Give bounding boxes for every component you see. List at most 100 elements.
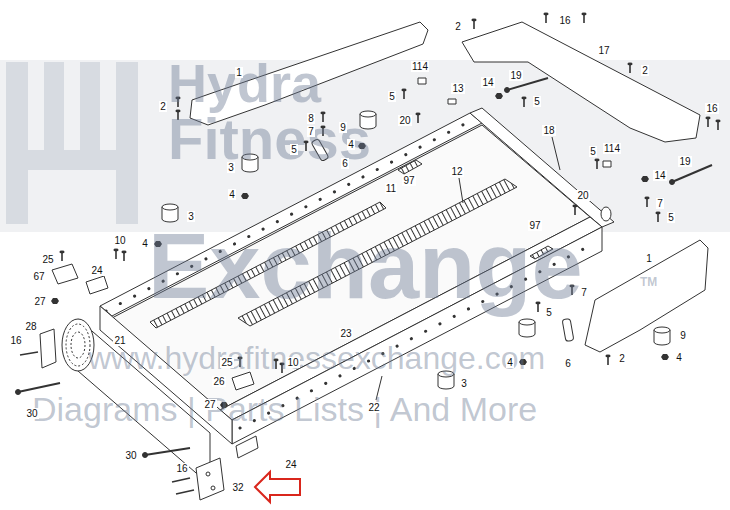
callout-number: 25 [41,254,54,265]
screw-symbol [401,89,406,99]
nut-symbol [51,298,59,304]
bracket [86,276,108,294]
bolt-head [670,180,675,185]
callout-number: 5 [589,146,597,157]
callout-number: 10 [286,357,299,368]
rear-roller [601,207,611,221]
callout-number: 8 [307,113,315,124]
screw-symbol [471,19,476,29]
red-arrow [255,472,300,502]
screw-symbol [655,212,660,222]
callout-number: 3 [187,211,195,222]
callout-number: 5 [545,307,553,318]
callout-number: 30 [25,408,38,419]
callout-number: 16 [558,15,571,26]
callout-number: 27 [203,399,216,410]
screw-symbol [415,113,420,123]
screw-symbol [605,355,610,365]
screw-symbol [521,97,526,107]
callout-number: 5 [388,91,396,102]
callout-number: 21 [113,335,126,346]
callout-number: 12 [450,166,463,177]
watermark-text: www.hydrafitnessexchange.com [88,342,545,374]
callout-number: 67 [32,271,45,282]
callout-number: 2 [159,101,167,112]
screws [59,13,720,373]
watermark-text: Hydra [168,56,321,110]
watermark-logo [116,62,138,224]
screw-symbol [572,205,577,215]
nut-symbol [641,176,649,182]
screw-symbol [113,249,118,259]
rear-crossmember [470,108,614,227]
callout-number: 4 [228,189,236,200]
endcap-hole [206,472,210,476]
callout-number: 24 [284,459,297,470]
vent-patch [398,160,422,174]
watermark-logo [44,62,64,158]
screw-symbol [627,63,632,73]
callout-number: 2 [454,21,462,32]
watermark-logo [80,62,100,158]
callout-number: 18 [542,125,555,136]
screw [172,478,190,482]
leader-line [552,137,560,170]
nut-symbol [495,93,503,99]
callout-number: 5 [667,212,675,223]
callout-number: 24 [90,265,103,276]
foot-cylinder [519,319,535,337]
treadmill-frame [16,22,713,500]
clip [603,161,611,167]
screw-symbol [715,120,720,130]
roller-grooves [71,332,85,358]
callout-number: 4 [506,357,514,368]
callout-number: 97 [402,175,415,186]
callout-number: 20 [576,190,589,201]
watermark-logo [6,62,28,224]
callout-number: 5 [290,144,298,155]
callout-number: 16 [9,335,22,346]
foot-cylinder [654,327,670,345]
nut-symbol [661,354,669,360]
clip [448,99,456,104]
callout-number: 16 [705,103,718,114]
screw-symbol [705,117,710,127]
callout-number: 14 [653,170,666,181]
roller-grooves [66,324,90,366]
callout-number: 19 [678,156,691,167]
watermark-text: Exchange [148,220,583,312]
callout-number: 27 [33,296,46,307]
callout-number: 9 [679,330,687,341]
nuts [51,93,669,408]
callout-number: 25 [220,357,233,368]
callout-number: 114 [411,61,429,72]
callout-number: 20 [398,115,411,126]
callout-number: 22 [367,402,380,413]
watermark-text: TM [640,276,657,288]
callout-number: 5 [533,96,541,107]
callout-number: 2 [641,65,649,76]
callout-number: 6 [341,158,349,169]
callout-number: 16 [175,463,188,474]
bolt [145,448,190,455]
callout-number: 28 [24,321,37,332]
bolt-head [16,390,21,395]
bolt-head [143,453,148,458]
callout-number: 1 [645,253,653,264]
callout-number: 11 [385,183,397,194]
callout-number: 13 [451,83,464,94]
callout-number: 6 [564,358,572,369]
rail-cover [585,240,708,352]
clip [418,78,426,84]
watermark-logo [6,62,138,224]
watermark-text: Diagrams | Parts Lists | And More [32,392,537,426]
callout-number: 26 [212,376,225,387]
callout-number: 10 [113,235,126,246]
callout-number: 7 [580,287,588,298]
callout-number: 17 [597,45,610,56]
screw-symbol [543,13,548,23]
callout-number: 4 [347,139,355,150]
callout-number: 3 [227,162,235,173]
